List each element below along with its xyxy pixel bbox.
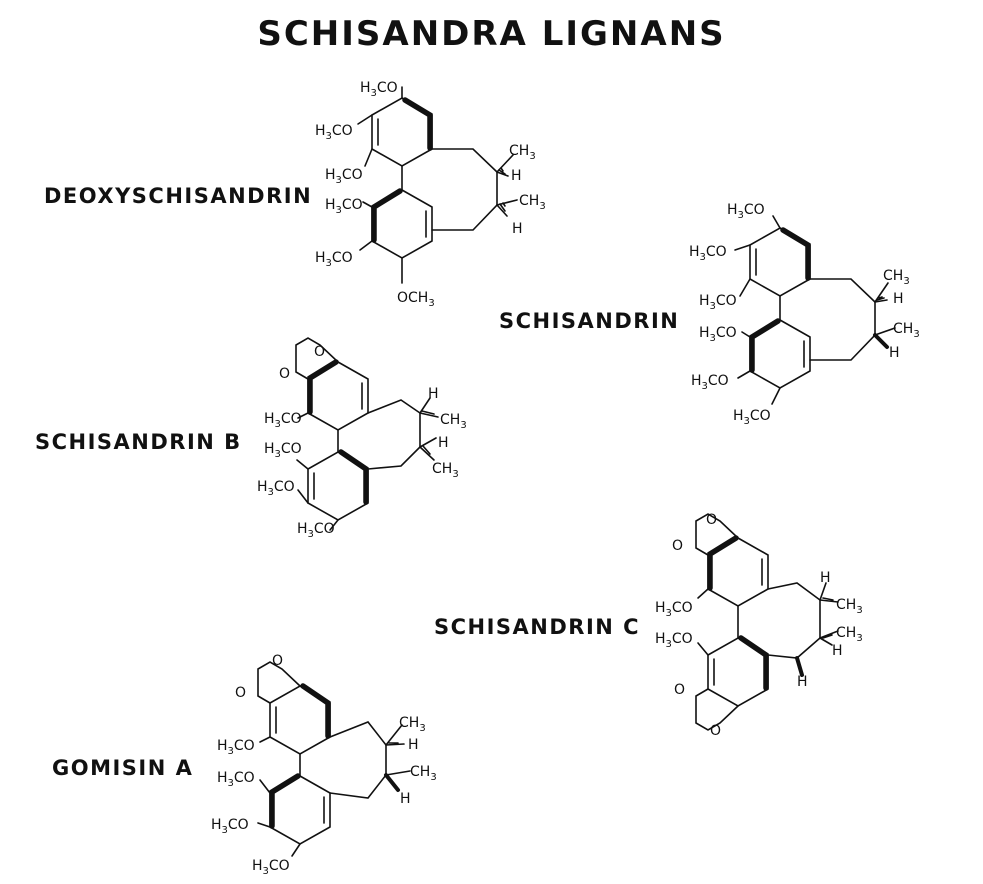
schisandrin-me-1: CH3 xyxy=(883,268,910,287)
schisandrin-b-o-1: O xyxy=(314,344,325,360)
gomisin-a-h-2: H xyxy=(400,791,411,807)
gomisin-a-o-2: O xyxy=(235,685,246,701)
structure-schisandrin-c: O O O O H3CO H3CO H CH3 CH3 H H xyxy=(655,512,863,739)
gomisin-a-me-1: CH3 xyxy=(399,715,426,734)
deoxy-ome-3: H3CO xyxy=(325,167,363,186)
schisandrin-b-o-2: O xyxy=(279,366,290,382)
schisandrin-c-h-1: H xyxy=(820,570,831,586)
structure-schisandrin: H3CO H3CO H3CO H3CO H3CO H3CO CH3 H CH3 … xyxy=(689,202,920,427)
deoxy-h-1: H xyxy=(511,168,522,184)
schisandrin-c-h-3: H xyxy=(797,674,808,690)
schisandrin-ome-2: H3CO xyxy=(689,244,727,263)
schisandrin-ome-6: H3CO xyxy=(733,408,771,427)
gomisin-a-ome-4: H3CO xyxy=(252,858,290,877)
schisandrin-b-me-2: CH3 xyxy=(432,461,459,480)
schisandrin-ome-1: H3CO xyxy=(727,202,765,221)
deoxy-h-2: H xyxy=(512,221,523,237)
label-gomisin-a: GOMISIN A xyxy=(52,756,194,780)
schisandrin-c-o-4: O xyxy=(710,723,721,739)
gomisin-a-o-1: O xyxy=(272,653,283,669)
schisandrin-c-ome-1: H3CO xyxy=(655,600,693,619)
schisandrin-h-2: H xyxy=(889,345,900,361)
deoxy-me-2: CH3 xyxy=(519,193,546,212)
label-deoxyschisandrin: DEOXYSCHISANDRIN xyxy=(44,184,313,208)
schisandrin-c-me-2: CH3 xyxy=(836,625,863,644)
gomisin-a-ome-2: H3CO xyxy=(217,770,255,789)
schisandrin-b-ome-2: H3CO xyxy=(264,441,302,460)
schisandrin-c-o-1: O xyxy=(706,512,717,528)
schisandrin-b-me-1: CH3 xyxy=(440,412,467,431)
schisandrin-c-h-2: H xyxy=(832,643,843,659)
gomisin-a-ome-1: H3CO xyxy=(217,738,255,757)
schisandrin-b-h-2: H xyxy=(438,435,449,451)
label-schisandrin-b: SCHISANDRIN B xyxy=(35,430,242,454)
schisandrin-b-h-1: H xyxy=(428,386,439,402)
schisandrin-c-o-2: O xyxy=(672,538,683,554)
gomisin-a-me-2: CH3 xyxy=(410,764,437,783)
structure-deoxyschisandrin: H3CO H3CO H3CO H3CO H3CO OCH3 CH3 H CH3 … xyxy=(315,80,546,309)
schisandrin-ome-4: H3CO xyxy=(699,325,737,344)
structure-gomisin-a: O O H3CO H3CO H3CO H3CO CH3 H CH3 H xyxy=(211,653,437,877)
schisandrin-me-2: CH3 xyxy=(893,321,920,340)
schisandrin-h-1: H xyxy=(893,291,904,307)
deoxy-ome-2: H3CO xyxy=(315,123,353,142)
schisandrin-ome-3: H3CO xyxy=(699,293,737,312)
page-title: SCHISANDRA LIGNANS xyxy=(257,14,726,54)
structure-schisandrin-b: O O H3CO H3CO H3CO H3CO H CH3 H CH3 xyxy=(257,337,467,540)
schisandrin-ome-5: H3CO xyxy=(691,373,729,392)
gomisin-a-h-1: H xyxy=(408,737,419,753)
deoxy-ome-1: H3CO xyxy=(360,80,398,99)
deoxy-ome-4: H3CO xyxy=(325,197,363,216)
gomisin-a-ome-3: H3CO xyxy=(211,817,249,836)
schisandrin-c-o-3: O xyxy=(674,682,685,698)
deoxy-ome-5: H3CO xyxy=(315,250,353,269)
schisandrin-b-ome-4: H3CO xyxy=(297,521,335,540)
schisandrin-b-ome-3: H3CO xyxy=(257,479,295,498)
schisandrin-b-ome-1: H3CO xyxy=(264,411,302,430)
schisandrin-c-me-1: CH3 xyxy=(836,597,863,616)
schisandrin-c-ome-2: H3CO xyxy=(655,631,693,650)
label-schisandrin: SCHISANDRIN xyxy=(499,309,680,333)
label-schisandrin-c: SCHISANDRIN C xyxy=(434,615,641,639)
deoxy-me-1: CH3 xyxy=(509,143,536,162)
deoxy-ome-6: OCH3 xyxy=(397,290,435,309)
